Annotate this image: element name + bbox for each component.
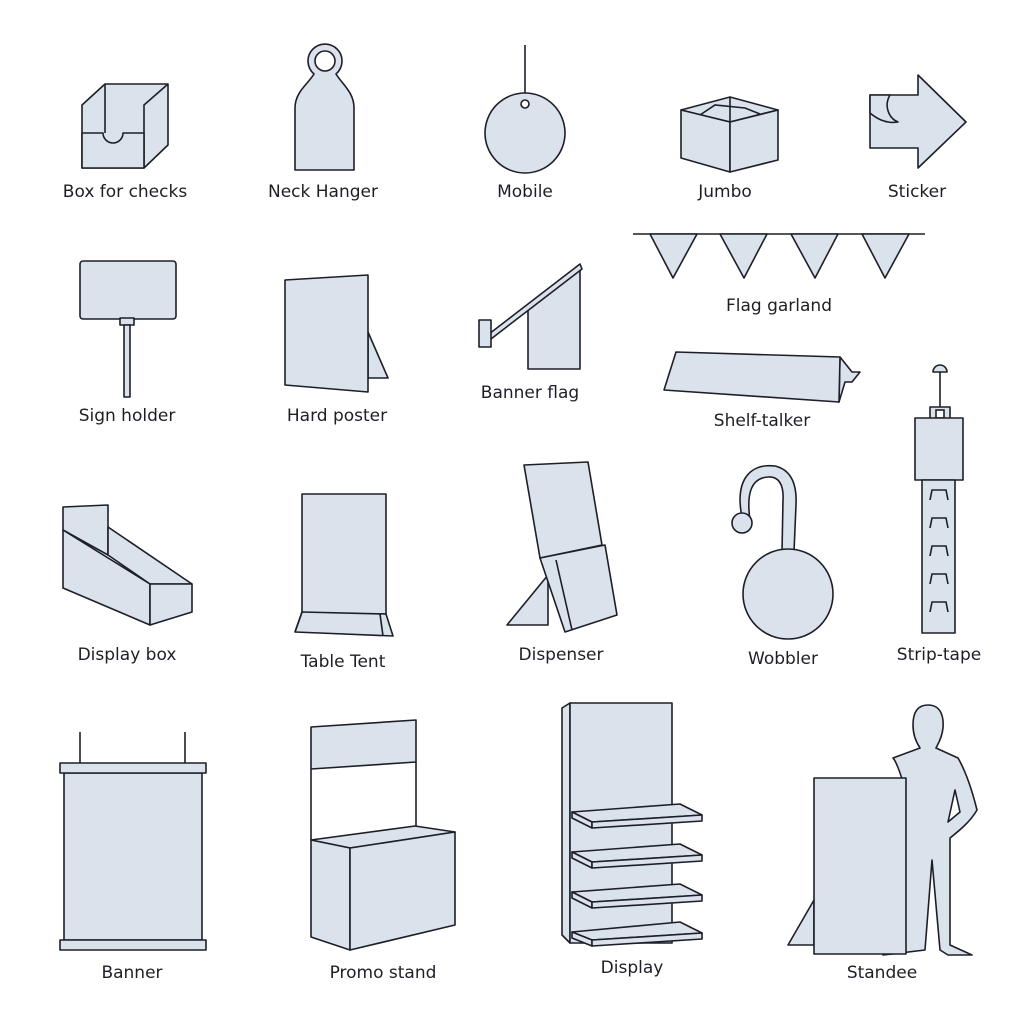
promo-stand-icon <box>310 719 456 951</box>
banner-icon <box>59 732 207 951</box>
label-display-box: Display box <box>78 645 177 665</box>
wobbler-icon <box>731 464 834 640</box>
strip-tape-icon <box>914 364 964 634</box>
sign-holder-icon <box>79 260 177 398</box>
label-mobile: Mobile <box>497 182 553 202</box>
neck-hanger-icon <box>294 43 355 171</box>
label-display: Display <box>601 958 664 978</box>
label-promo-stand: Promo stand <box>330 963 437 983</box>
dispenser-icon <box>506 461 618 633</box>
display-box-icon <box>62 504 193 626</box>
mobile-icon <box>484 45 566 174</box>
shelf-talker-icon <box>663 351 861 403</box>
label-jumbo: Jumbo <box>697 182 752 202</box>
label-standee: Standee <box>847 963 917 983</box>
banner-flag-icon <box>478 263 583 370</box>
label-banner: Banner <box>101 963 162 983</box>
label-hard-poster: Hard poster <box>287 406 387 426</box>
label-wobbler: Wobbler <box>748 649 818 669</box>
label-table-tent: Table Tent <box>300 652 386 672</box>
label-neck-hanger: Neck Hanger <box>268 182 378 202</box>
label-sign-holder: Sign holder <box>79 406 176 426</box>
label-shelf-talker: Shelf-talker <box>714 411 810 431</box>
sticker-icon <box>869 74 967 169</box>
flag-garland-icon <box>633 233 925 279</box>
label-box-for-checks: Box for checks <box>63 182 188 202</box>
table-tent-icon <box>294 493 394 637</box>
label-banner-flag: Banner flag <box>481 383 579 403</box>
jumbo-icon <box>680 96 779 173</box>
hard-poster-icon <box>284 274 389 393</box>
label-strip-tape: Strip-tape <box>897 645 981 665</box>
label-dispenser: Dispenser <box>519 645 604 665</box>
label-flag-garland: Flag garland <box>726 296 832 316</box>
standee-icon <box>787 704 978 956</box>
label-sticker: Sticker <box>888 182 946 202</box>
display-shelf-icon <box>561 702 703 947</box>
box-for-checks-icon <box>81 83 169 169</box>
